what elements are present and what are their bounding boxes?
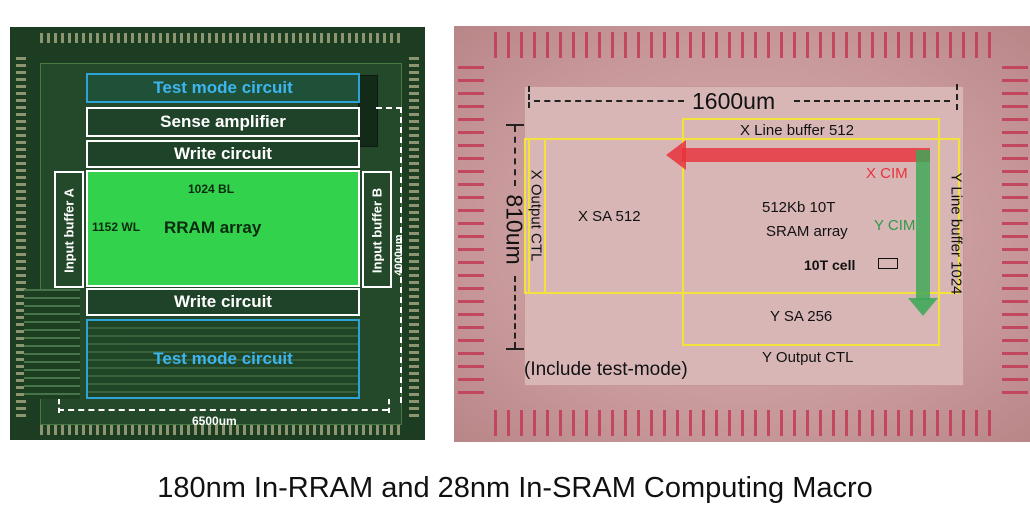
height-dim-top-tick (376, 107, 402, 109)
x-line-buffer-label: X Line buffer 512 (740, 122, 854, 139)
bond-pads-left (16, 57, 26, 419)
test-mode-circuit-bottom-label: Test mode circuit (153, 349, 293, 368)
sense-amplifier: Sense amplifier (86, 107, 360, 137)
pad-spokes-left (458, 66, 484, 402)
x-cim-label: X CIM (866, 165, 908, 182)
pad-spokes-top (494, 32, 994, 58)
sram-array-label-line2: SRAM array (766, 223, 848, 240)
x-cim-arrow-shaft (682, 148, 930, 162)
write-circuit-top-label: Write circuit (174, 144, 272, 163)
10t-cell-label: 10T cell (804, 257, 856, 273)
sram-width-label: 1600um (692, 88, 776, 114)
rram-array: 1024 BL 1152 WL RRAM array (86, 170, 360, 287)
pad-spokes-bottom (494, 410, 994, 436)
y-sa-label: Y SA 256 (770, 308, 833, 325)
pad-spokes-right (1002, 66, 1028, 402)
rram-die-photo: Test mode circuit Sense amplifier Write … (10, 27, 425, 440)
sram-width-line-left (534, 100, 684, 102)
width-dim-right-tick (388, 399, 390, 413)
y-cim-arrow-shaft (916, 150, 930, 300)
input-buffer-b-label: Input buffer B (369, 187, 385, 274)
test-mode-lines (86, 319, 360, 399)
test-mode-circuit-bottom: Test mode circuit (86, 319, 360, 399)
sram-width-left-tick (528, 86, 530, 108)
sram-array-label-line1: 512Kb 10T (762, 199, 836, 216)
input-buffer-b: Input buffer B (362, 171, 392, 288)
sense-amplifier-label: Sense amplifier (160, 112, 286, 131)
sram-core-area (524, 86, 964, 386)
io-lines-left (24, 289, 80, 399)
sram-height-line-bottom (514, 276, 516, 348)
10t-cell-box (878, 258, 898, 269)
sram-width-line-right (794, 100, 950, 102)
x-output-ctl-box (528, 138, 546, 294)
x-output-ctl-label: X Output CTL (527, 169, 545, 262)
figure-caption: 180nm In-RRAM and 28nm In-SRAM Computing… (157, 472, 873, 504)
write-circuit-bottom-label: Write circuit (174, 292, 272, 311)
test-mode-circuit-top: Test mode circuit (86, 73, 360, 103)
write-circuit-top: Write circuit (86, 140, 360, 168)
input-buffer-a: Input buffer A (54, 171, 84, 288)
width-dim-label: 6500um (192, 414, 237, 428)
wl-count-label: 1152 WL (92, 220, 141, 234)
sram-height-top-tick (506, 124, 524, 126)
y-output-ctl-label: Y Output CTL (762, 349, 854, 366)
sram-height-label: 810um (501, 194, 528, 265)
x-cim-arrow-head (666, 140, 686, 170)
y-cim-arrow-head (908, 298, 938, 316)
periphery-block (358, 75, 378, 147)
include-test-mode-note: (Include test-mode) (524, 359, 688, 380)
sram-die-photo: 1600um 810um X Line buffer 512 Y Line bu… (454, 26, 1030, 442)
sram-width-right-tick (956, 84, 958, 110)
write-circuit-bottom: Write circuit (86, 288, 360, 316)
y-cim-label: Y CIM (874, 217, 916, 234)
width-dim-line (58, 409, 388, 411)
input-buffer-a-label: Input buffer A (61, 188, 77, 273)
bond-pads-bottom (40, 425, 402, 435)
bond-pads-top (40, 33, 402, 43)
y-line-buffer-label: Y Line buffer 1024 (947, 172, 965, 295)
height-dim-label: 4000um (393, 234, 405, 276)
bond-pads-right (409, 57, 419, 419)
x-direction-outline (524, 138, 960, 294)
sram-height-line-top (514, 126, 516, 186)
test-mode-circuit-top-label: Test mode circuit (153, 78, 293, 97)
width-dim-left-tick (58, 399, 60, 413)
rram-array-label: RRAM array (164, 218, 262, 237)
x-sa-label: X SA 512 (578, 208, 641, 225)
sram-height-bottom-tick (506, 348, 524, 350)
height-dim-line (400, 107, 402, 403)
y-direction-outline (682, 118, 940, 346)
bl-count-label: 1024 BL (188, 182, 235, 196)
